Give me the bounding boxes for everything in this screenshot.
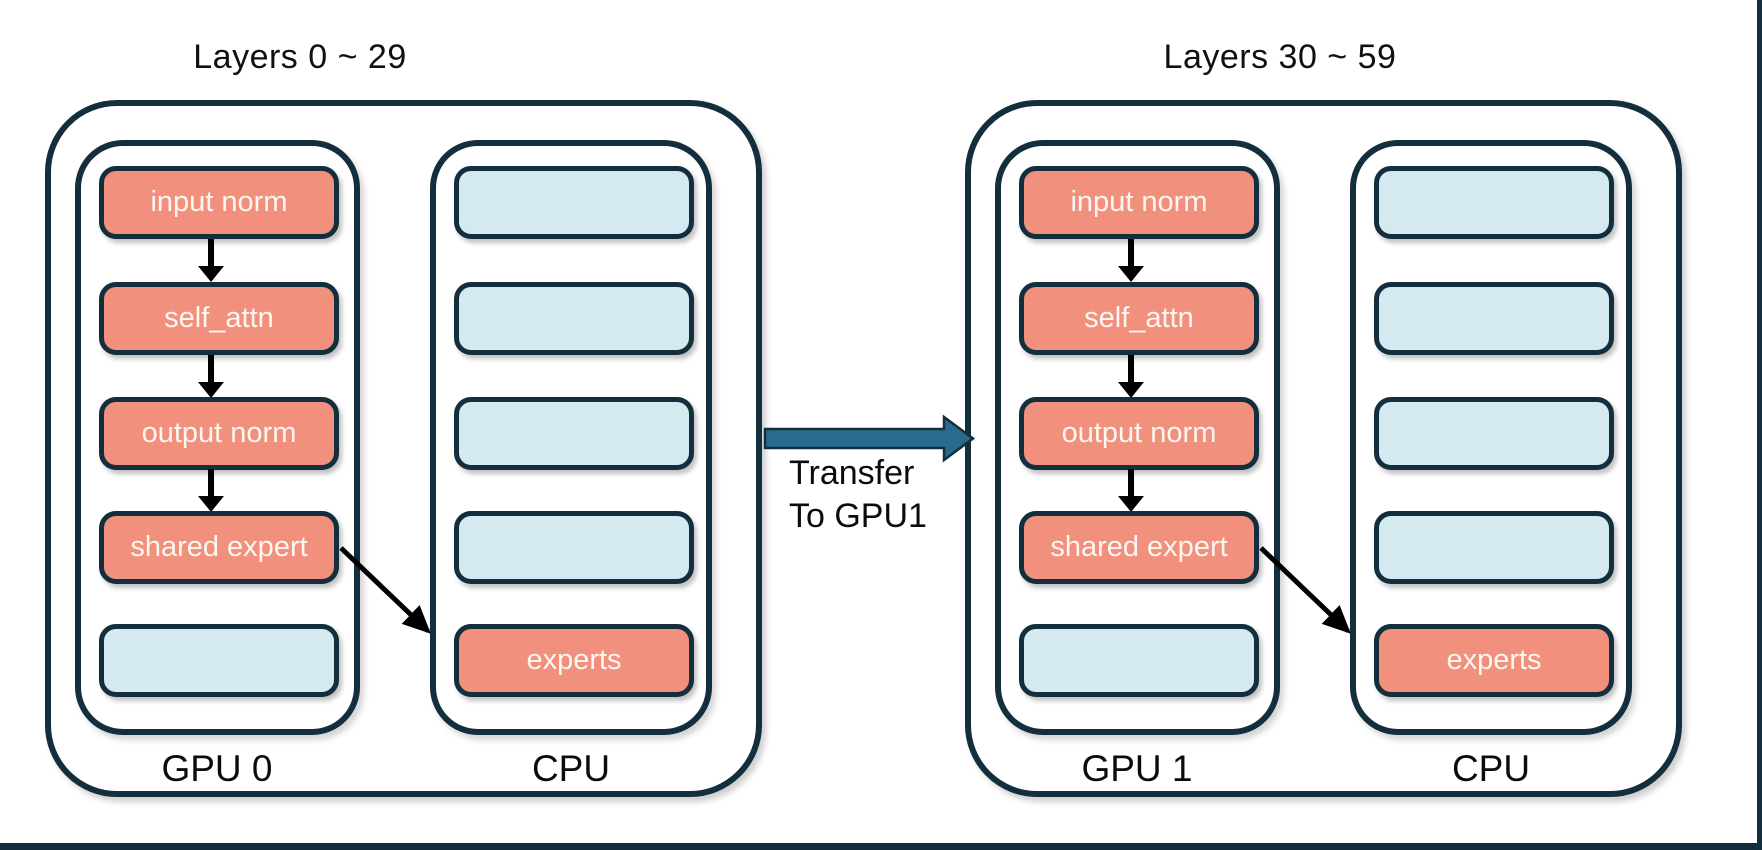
cpu-label: CPU xyxy=(531,748,611,789)
box-label: input norm xyxy=(1070,186,1208,218)
cpu-container-left: experts xyxy=(430,140,712,735)
box-shared-expert: shared expert xyxy=(1019,511,1259,584)
layer-group-right: Layers 30 ~ 59 input norm self_attn outp… xyxy=(965,0,1685,850)
empty-slot xyxy=(1374,397,1614,470)
down-arrow-icon xyxy=(1118,239,1144,282)
gpu-label: GPU 0 xyxy=(161,748,273,789)
empty-slot xyxy=(1374,166,1614,239)
box-experts: experts xyxy=(1374,624,1614,697)
empty-slot xyxy=(454,397,694,470)
group-title-left: Layers 0 ~ 29 xyxy=(193,38,407,76)
transfer-label-line2: To GPU1 xyxy=(789,497,927,535)
box-label: output norm xyxy=(1061,417,1217,449)
transfer-label-line1: Transfer xyxy=(789,454,915,492)
node-outline-left: input norm self_attn output norm shared … xyxy=(45,100,762,797)
group-title-right: Layers 30 ~ 59 xyxy=(1163,38,1397,76)
box-label: output norm xyxy=(141,417,297,449)
empty-slot xyxy=(1374,511,1614,584)
box-output-norm: output norm xyxy=(1019,397,1259,470)
box-label: shared expert xyxy=(130,531,308,563)
down-arrow-icon xyxy=(198,469,224,512)
cpu-label: CPU xyxy=(1451,748,1531,789)
empty-slot xyxy=(1374,282,1614,355)
box-input-norm: input norm xyxy=(99,166,339,239)
empty-slot xyxy=(99,624,339,697)
down-arrow-icon xyxy=(1118,355,1144,398)
slide-edge-bottom xyxy=(0,843,1762,850)
box-label: shared expert xyxy=(1050,531,1228,563)
box-label: experts xyxy=(1446,644,1542,676)
transfer-arrow-label: Transfer To GPU1 xyxy=(789,452,927,538)
box-output-norm: output norm xyxy=(99,397,339,470)
empty-slot xyxy=(454,282,694,355)
box-self-attn: self_attn xyxy=(1019,282,1259,355)
box-shared-expert: shared expert xyxy=(99,511,339,584)
box-self-attn: self_attn xyxy=(99,282,339,355)
box-input-norm: input norm xyxy=(1019,166,1259,239)
gpu1-container: input norm self_attn output norm shared … xyxy=(995,140,1280,735)
box-label: self_attn xyxy=(164,302,274,334)
box-label: experts xyxy=(526,644,622,676)
box-label: input norm xyxy=(150,186,288,218)
down-arrow-icon xyxy=(198,239,224,282)
gpu-label: GPU 1 xyxy=(1081,748,1193,789)
node-outline-right: input norm self_attn output norm shared … xyxy=(965,100,1682,797)
empty-slot xyxy=(454,511,694,584)
empty-slot xyxy=(454,166,694,239)
box-label: self_attn xyxy=(1084,302,1194,334)
layer-group-left: Layers 0 ~ 29 input norm self_attn outpu… xyxy=(45,0,765,850)
empty-slot xyxy=(1019,624,1259,697)
box-experts: experts xyxy=(454,624,694,697)
down-arrow-icon xyxy=(1118,469,1144,512)
down-arrow-icon xyxy=(198,355,224,398)
gpu0-container: input norm self_attn output norm shared … xyxy=(75,140,360,735)
cpu-container-right: experts xyxy=(1350,140,1632,735)
slide-edge-right xyxy=(1757,0,1762,850)
